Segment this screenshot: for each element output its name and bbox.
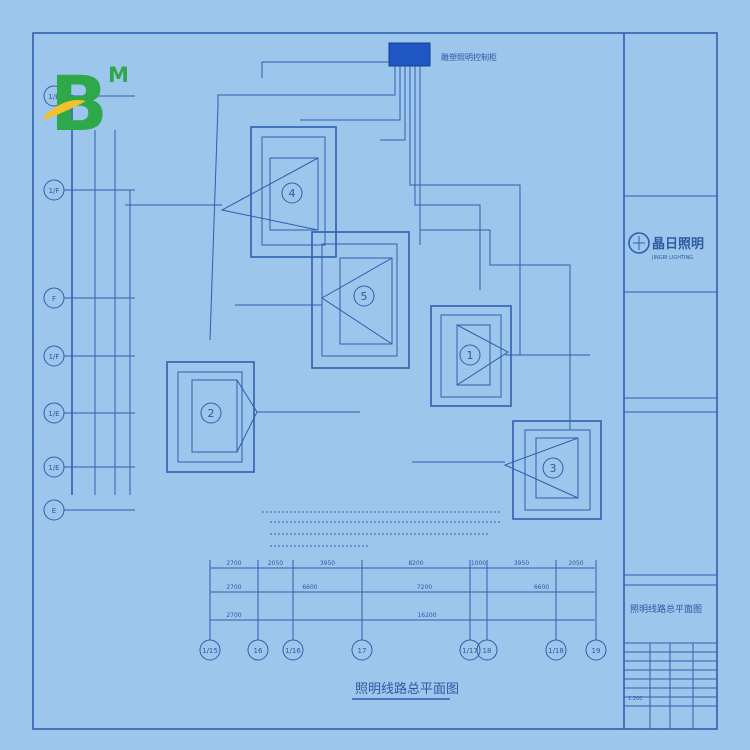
fixture-4-label: 4	[289, 187, 296, 200]
bottom-axis-bubble: 1/15	[199, 560, 221, 661]
left-axis-bubble: 1/E	[43, 85, 135, 107]
bottom-axis-label: 1/15	[202, 647, 218, 655]
left-axis-bubble: 1/F	[43, 179, 135, 201]
left-axis-bubble: 1/F	[43, 345, 135, 367]
bm-watermark-logo: B M	[44, 59, 129, 148]
left-axis-bubble: 1/E	[43, 456, 135, 478]
left-axis-bubble: 1/E	[43, 402, 135, 424]
dimension-value: 7200	[417, 584, 432, 591]
dimension-value: 2700	[226, 560, 241, 567]
bottom-axis-bubble: 1/18	[545, 560, 567, 661]
bottom-axis-label: 18	[483, 647, 492, 655]
fixture-3-label: 3	[550, 462, 557, 475]
fixture-3: 3	[503, 420, 602, 520]
left-axis-label: 1/E	[48, 410, 59, 418]
bottom-axis-label: 19	[592, 647, 601, 655]
fixture-2: 2	[166, 361, 258, 473]
company-logo-icon	[628, 232, 650, 254]
fixture-2-label: 2	[208, 407, 215, 420]
bottom-axis-label: 17	[358, 647, 367, 655]
watermark-swoosh	[44, 100, 86, 120]
bottom-axis: 1/15 16 1/16 17 1/17 18 1/18 19	[199, 560, 607, 661]
left-axis-label: 1/F	[49, 187, 60, 195]
bottom-axis-label: 1/16	[285, 647, 301, 655]
bottom-axis-bubble: 19	[585, 560, 607, 661]
dimension-value: 3950	[320, 560, 335, 567]
feeder-lines	[209, 61, 571, 430]
left-axis-label: 1/F	[49, 353, 60, 361]
bottom-axis-bubble: 1/16	[282, 560, 304, 661]
control-box-label: 雕塑照明控制柜	[441, 52, 497, 62]
fixture-5: 5	[311, 231, 410, 369]
dimension-value: 2050	[568, 560, 583, 567]
bottom-axis-bubble: 17	[351, 560, 373, 661]
dimension-value: 16200	[417, 612, 436, 619]
bottom-axis-label: 16	[254, 647, 263, 655]
left-axis-label: E	[52, 507, 56, 515]
bottom-axis-bubble: 1/17	[459, 560, 481, 661]
left-axis-bubble: E	[43, 499, 135, 521]
notes-block	[262, 511, 500, 547]
title-block-grid	[624, 643, 717, 729]
dimension-value: 6600	[534, 584, 549, 591]
left-axis-label: 1/E	[48, 464, 59, 472]
left-axis-bubble: F	[43, 287, 135, 309]
dimension-row-3: 2700 16200	[226, 612, 436, 619]
dimension-row-1: 2700 2050 3950 8200 1000 3950 2050	[226, 560, 583, 567]
fixture-1-label: 1	[467, 349, 474, 362]
bottom-axis-bubble: 18	[476, 560, 498, 661]
fixture-1: 1	[430, 305, 512, 407]
company-name-en: JINGRI LIGHTING	[651, 255, 693, 261]
dimension-chain	[210, 567, 595, 621]
left-axis: 1/E 1/F F 1/F 1/E 1/E E	[43, 85, 135, 521]
fixture-5-label: 5	[361, 290, 368, 303]
bottom-axis-label: 1/17	[462, 647, 478, 655]
control-box	[388, 42, 431, 67]
left-axis-label: 1/E	[48, 93, 59, 101]
dimension-value: 2050	[268, 560, 283, 567]
left-axis-label: F	[52, 295, 56, 303]
dimension-value: 2700	[226, 612, 241, 619]
drawing-title: 照明线路总平面图	[355, 681, 459, 697]
dimension-value: 3950	[514, 560, 529, 567]
branch-cables	[125, 204, 590, 463]
dimension-value: 2700	[226, 584, 241, 591]
drawing-frame	[32, 32, 718, 730]
title-block-scale: 1:200	[628, 696, 642, 702]
bottom-axis-label: 1/18	[548, 647, 564, 655]
watermark-letter-m: M	[108, 63, 129, 87]
dimension-value: 1000	[471, 560, 486, 567]
dimension-value: 6600	[302, 584, 317, 591]
dimension-row-2: 2700 6600 7200 6600	[226, 584, 549, 591]
bottom-axis-bubble: 16	[247, 560, 269, 661]
company-name: 晶日照明	[652, 237, 704, 252]
fixture-4: 4	[220, 126, 337, 258]
dimension-value: 8200	[408, 560, 423, 567]
title-block-drawing-name: 照明线路总平面图	[630, 603, 702, 615]
